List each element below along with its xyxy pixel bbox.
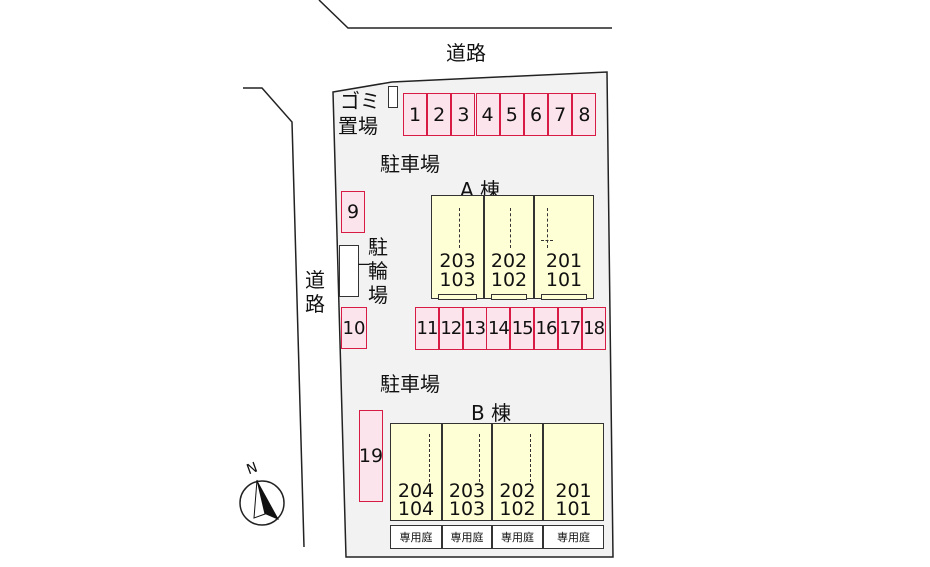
private-garden-label: 専用庭 bbox=[442, 525, 492, 549]
unit-lower-number: 104 bbox=[397, 498, 435, 520]
bicycle-parking-box bbox=[339, 245, 359, 297]
parking-slot-9: 9 bbox=[341, 191, 365, 233]
building-b-label: B 棟 bbox=[471, 401, 512, 425]
unit-lower-number: 102 bbox=[499, 498, 536, 520]
road-left-edge bbox=[243, 87, 305, 548]
parking-label-top: 駐車場 bbox=[380, 152, 440, 176]
parking-label-bottom: 駐車場 bbox=[380, 372, 440, 396]
parking-slot-5: 5 bbox=[499, 93, 524, 136]
unit-lower-number: 101 bbox=[555, 498, 592, 520]
parking-slot-3: 3 bbox=[451, 93, 476, 136]
parking-slot-7: 7 bbox=[548, 93, 573, 136]
parking-slot-16: 16 bbox=[534, 307, 558, 350]
parking-slot-14: 14 bbox=[486, 307, 511, 350]
road-top-label: 道路 bbox=[446, 41, 486, 65]
unit-lower-number: 102 bbox=[490, 269, 528, 291]
parking-slot-19: 19 bbox=[359, 410, 383, 502]
unit-upper-number: 204 bbox=[397, 480, 435, 502]
north-arrow-icon bbox=[239, 479, 285, 526]
bicycle-tick: ー bbox=[357, 258, 371, 274]
parking-slot-2: 2 bbox=[427, 93, 452, 136]
balcony-strip bbox=[491, 294, 527, 300]
unit-lower-number: 103 bbox=[439, 269, 476, 291]
unit-upper-number: 201 bbox=[555, 480, 592, 502]
private-garden-label: 専用庭 bbox=[543, 525, 604, 549]
stair-dashes bbox=[479, 434, 480, 482]
parking-slot-4: 4 bbox=[475, 93, 500, 136]
stair-dashes bbox=[510, 208, 511, 248]
parking-slot-18: 18 bbox=[581, 307, 606, 350]
gomi-label-1: ゴミ bbox=[340, 89, 380, 113]
parking-slot-1: 1 bbox=[403, 93, 427, 136]
parking-slot-12: 12 bbox=[438, 307, 463, 350]
stair-dashes bbox=[429, 434, 430, 482]
private-garden-label: 専用庭 bbox=[492, 525, 543, 549]
unit-lower-number: 101 bbox=[545, 269, 583, 291]
unit-upper-number: 202 bbox=[499, 480, 536, 502]
parking-slot-15: 15 bbox=[510, 307, 535, 350]
gomi-box bbox=[388, 86, 398, 108]
road-left-label: 道路 bbox=[305, 268, 325, 316]
stair-dashes-h bbox=[541, 240, 553, 241]
parking-slot-11: 11 bbox=[415, 307, 439, 350]
stair-dashes bbox=[530, 434, 531, 482]
unit-lower-number: 103 bbox=[448, 498, 486, 520]
gomi-label-2: 置場 bbox=[338, 114, 378, 138]
parking-slot-17: 17 bbox=[557, 307, 582, 350]
parking-slot-8: 8 bbox=[572, 93, 597, 136]
private-garden-label: 専用庭 bbox=[390, 525, 442, 549]
unit-upper-number: 203 bbox=[448, 480, 486, 502]
balcony-strip bbox=[541, 294, 587, 300]
parking-slot-6: 6 bbox=[524, 93, 548, 136]
parking-slot-10: 10 bbox=[341, 307, 367, 349]
unit-upper-number: 201 bbox=[545, 250, 583, 272]
stair-dashes bbox=[459, 208, 460, 248]
bicycle-label: 駐輪場 bbox=[368, 235, 388, 307]
stair-dashes bbox=[547, 208, 548, 248]
road-top-edge bbox=[318, 0, 612, 29]
parking-slot-13: 13 bbox=[462, 307, 487, 350]
balcony-strip bbox=[438, 294, 477, 300]
unit-upper-number: 203 bbox=[439, 250, 476, 272]
unit-upper-number: 202 bbox=[490, 250, 528, 272]
